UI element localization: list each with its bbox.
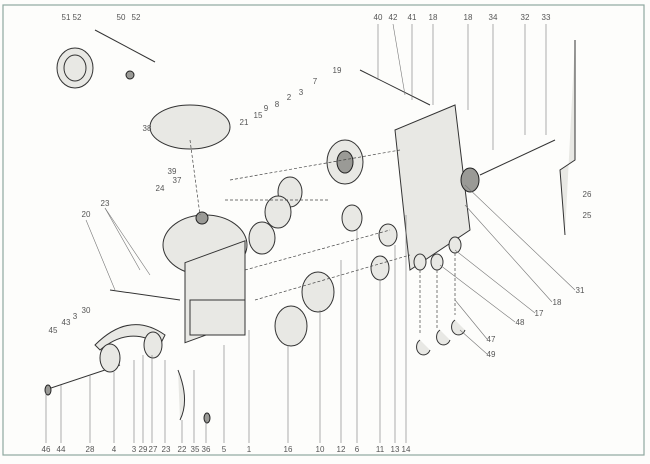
label: 36	[202, 445, 211, 454]
label: 2	[287, 93, 292, 102]
label: 34	[489, 13, 498, 22]
wheel-10	[301, 271, 335, 313]
washer-46	[44, 384, 52, 396]
label: 25	[583, 211, 592, 220]
label: 12	[337, 445, 346, 454]
rod-20	[109, 289, 181, 301]
label: 32	[521, 13, 530, 22]
label: 24	[156, 184, 165, 193]
label: 52	[73, 13, 82, 22]
label: 50	[117, 13, 126, 22]
gear-13	[378, 223, 398, 247]
chain-rings	[413, 236, 466, 356]
gear-11	[370, 255, 390, 281]
label: 3	[73, 312, 78, 321]
label: 11	[376, 445, 385, 454]
label: 41	[408, 13, 417, 22]
top-labels: 51 52 50 52 40 42 41 18 18 34 32 33	[62, 13, 551, 22]
pendulum-arc	[94, 324, 166, 351]
gear-4	[99, 343, 121, 373]
hook-22	[177, 369, 185, 421]
label: 7	[313, 77, 318, 86]
label: 52	[132, 13, 141, 22]
label: 20	[82, 210, 91, 219]
label: 14	[402, 445, 411, 454]
label: 22	[178, 445, 187, 454]
label: 3	[299, 88, 304, 97]
right-labels: 26 25 31 18 17 48 47 49	[487, 190, 592, 359]
label: 13	[391, 445, 400, 454]
label: 3	[132, 445, 137, 454]
label: 51	[62, 13, 71, 22]
label: 38	[143, 124, 152, 133]
label: 48	[516, 318, 525, 327]
wheel-16	[274, 305, 308, 347]
label: 23	[162, 445, 171, 454]
label: 9	[264, 104, 269, 113]
label: 27	[149, 445, 158, 454]
bottom-labels: 46 44 28 4 3 29 27 23 22 35 36 5 1 16 10…	[42, 445, 411, 454]
label: 21	[240, 118, 249, 127]
gear-27	[143, 331, 163, 359]
label: 43	[62, 318, 71, 327]
shaft-32	[479, 139, 556, 176]
label: 37	[173, 176, 182, 185]
label: 44	[57, 445, 66, 454]
label: 18	[464, 13, 473, 22]
label: 19	[333, 66, 342, 75]
label: 29	[139, 445, 148, 454]
label: 49	[487, 350, 496, 359]
leader-lines	[45, 23, 576, 443]
label: 18	[553, 298, 562, 307]
label: 6	[355, 445, 360, 454]
label: 46	[42, 445, 51, 454]
label: 40	[374, 13, 383, 22]
label: 18	[429, 13, 438, 22]
frame	[2, 4, 645, 456]
label: 28	[86, 445, 95, 454]
label: 30	[82, 306, 91, 315]
back-plate	[394, 104, 471, 271]
left-labels: 38 39 37 24 23 20 21 15 9 8 2 3 7 19 30 …	[49, 66, 342, 335]
assembly-guides	[189, 139, 411, 301]
label: 10	[316, 445, 325, 454]
label: 23	[101, 199, 110, 208]
gear-6	[341, 204, 363, 232]
label: 26	[583, 190, 592, 199]
label: 35	[191, 445, 200, 454]
label: 42	[389, 13, 398, 22]
star-wheel	[460, 167, 480, 193]
label: 5	[222, 445, 227, 454]
label: 45	[49, 326, 58, 335]
lever-top	[94, 29, 156, 63]
weight-36	[203, 412, 211, 424]
label: 1	[247, 445, 252, 454]
gear-9	[264, 195, 292, 229]
gear-15	[248, 221, 276, 255]
rod-long	[559, 40, 576, 236]
nut	[125, 70, 135, 80]
label: 33	[542, 13, 551, 22]
label: 15	[254, 111, 263, 120]
pulley-wheel-top-left	[56, 47, 94, 89]
label: 31	[576, 286, 585, 295]
rod-40	[359, 69, 431, 106]
label: 39	[168, 167, 177, 176]
label: 8	[275, 100, 280, 109]
label: 16	[284, 445, 293, 454]
dial-disc	[149, 104, 231, 150]
small-gear	[195, 211, 209, 225]
label: 4	[112, 445, 117, 454]
drum-7-inner	[336, 150, 354, 174]
label: 47	[487, 335, 496, 344]
base-plate-lower	[189, 299, 246, 336]
label: 17	[535, 309, 544, 318]
